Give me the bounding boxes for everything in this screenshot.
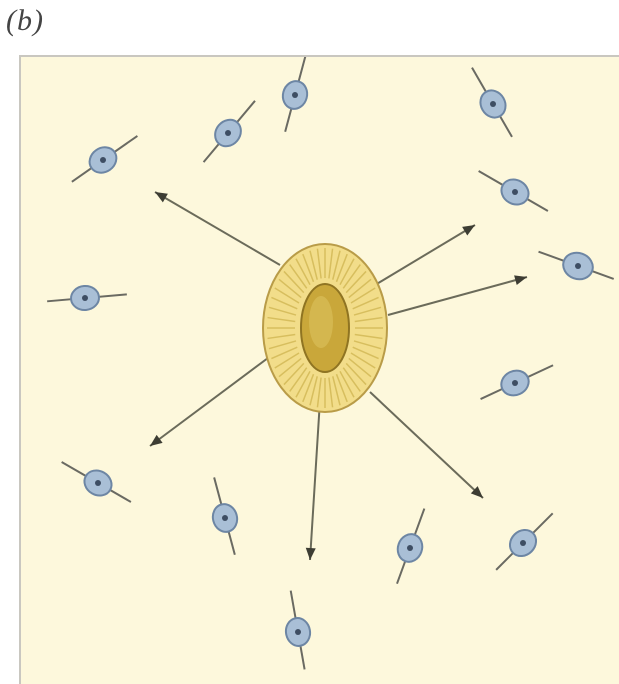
sperm-nucleus-dot <box>225 130 231 136</box>
nucleus-highlight <box>309 296 333 348</box>
sperm-nucleus-dot <box>490 101 496 107</box>
sperm-nucleus-dot <box>512 380 518 386</box>
sperm-nucleus-dot <box>407 545 413 551</box>
sperm-nucleus-dot <box>222 515 228 521</box>
panel-label: (b) <box>6 4 44 38</box>
sperm-nucleus-dot <box>100 157 106 163</box>
sperm-nucleus-dot <box>512 189 518 195</box>
sperm-nucleus-dot <box>295 629 301 635</box>
sperm-nucleus-dot <box>292 92 298 98</box>
sperm-nucleus-dot <box>575 263 581 269</box>
sperm-nucleus-dot <box>95 480 101 486</box>
diagram-canvas <box>21 57 619 684</box>
sperm-nucleus-dot <box>520 540 526 546</box>
central-cell <box>263 244 387 412</box>
sperm-nucleus-dot <box>82 295 88 301</box>
